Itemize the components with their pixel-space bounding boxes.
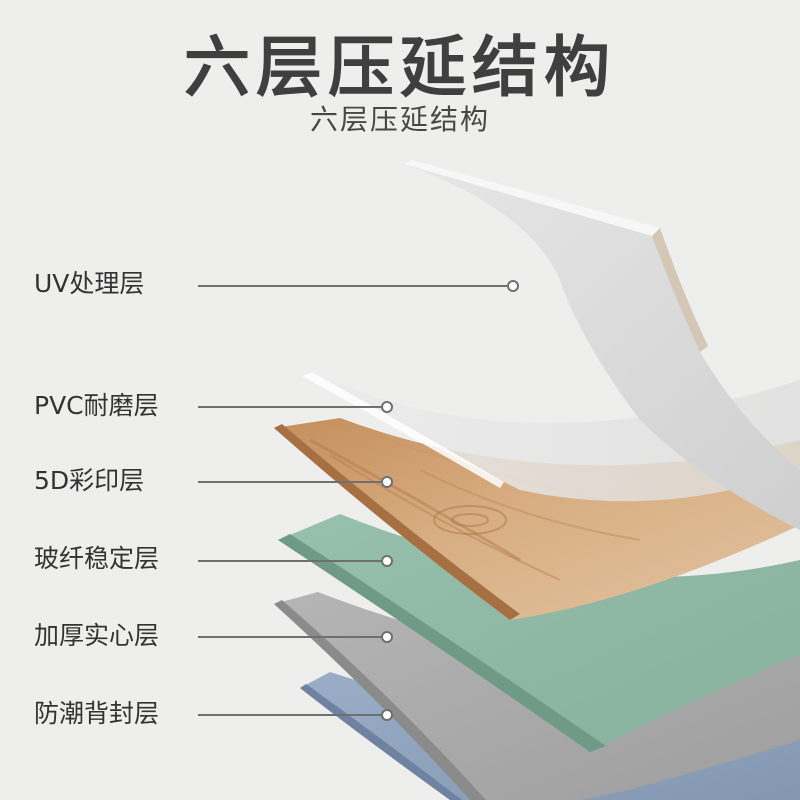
- page-subtitle: 六层压延结构: [309, 103, 490, 136]
- leader-line-core: [198, 636, 384, 638]
- leader-line-uv: [198, 285, 510, 287]
- layer-label-uv: UV处理层: [34, 269, 145, 298]
- layer-label-5d: 5D彩印层: [34, 466, 145, 495]
- leader-line-5d: [198, 481, 384, 483]
- leader-dot-fiberglass: [381, 555, 393, 567]
- page-title: 六层压延结构: [184, 29, 616, 106]
- layer-label-core: 加厚实心层: [34, 621, 160, 650]
- fiberglass-layer-shape: [278, 514, 800, 752]
- leader-dot-pvc: [381, 401, 393, 413]
- layer-label-fiberglass: 玻纤稳定层: [34, 544, 160, 573]
- layer-label-backing: 防潮背封层: [34, 699, 160, 728]
- leader-line-fiberglass: [198, 560, 384, 562]
- uv-layer-shape: [404, 160, 800, 530]
- leader-dot-uv: [507, 280, 519, 292]
- leader-dot-backing: [381, 709, 393, 721]
- leader-line-pvc: [198, 406, 384, 408]
- leader-line-backing: [198, 714, 384, 716]
- leader-dot-5d: [381, 476, 393, 488]
- layer-label-pvc: PVC耐磨层: [34, 391, 159, 420]
- pvc-wear-layer-shape: [302, 372, 800, 502]
- leader-dot-core: [381, 631, 393, 643]
